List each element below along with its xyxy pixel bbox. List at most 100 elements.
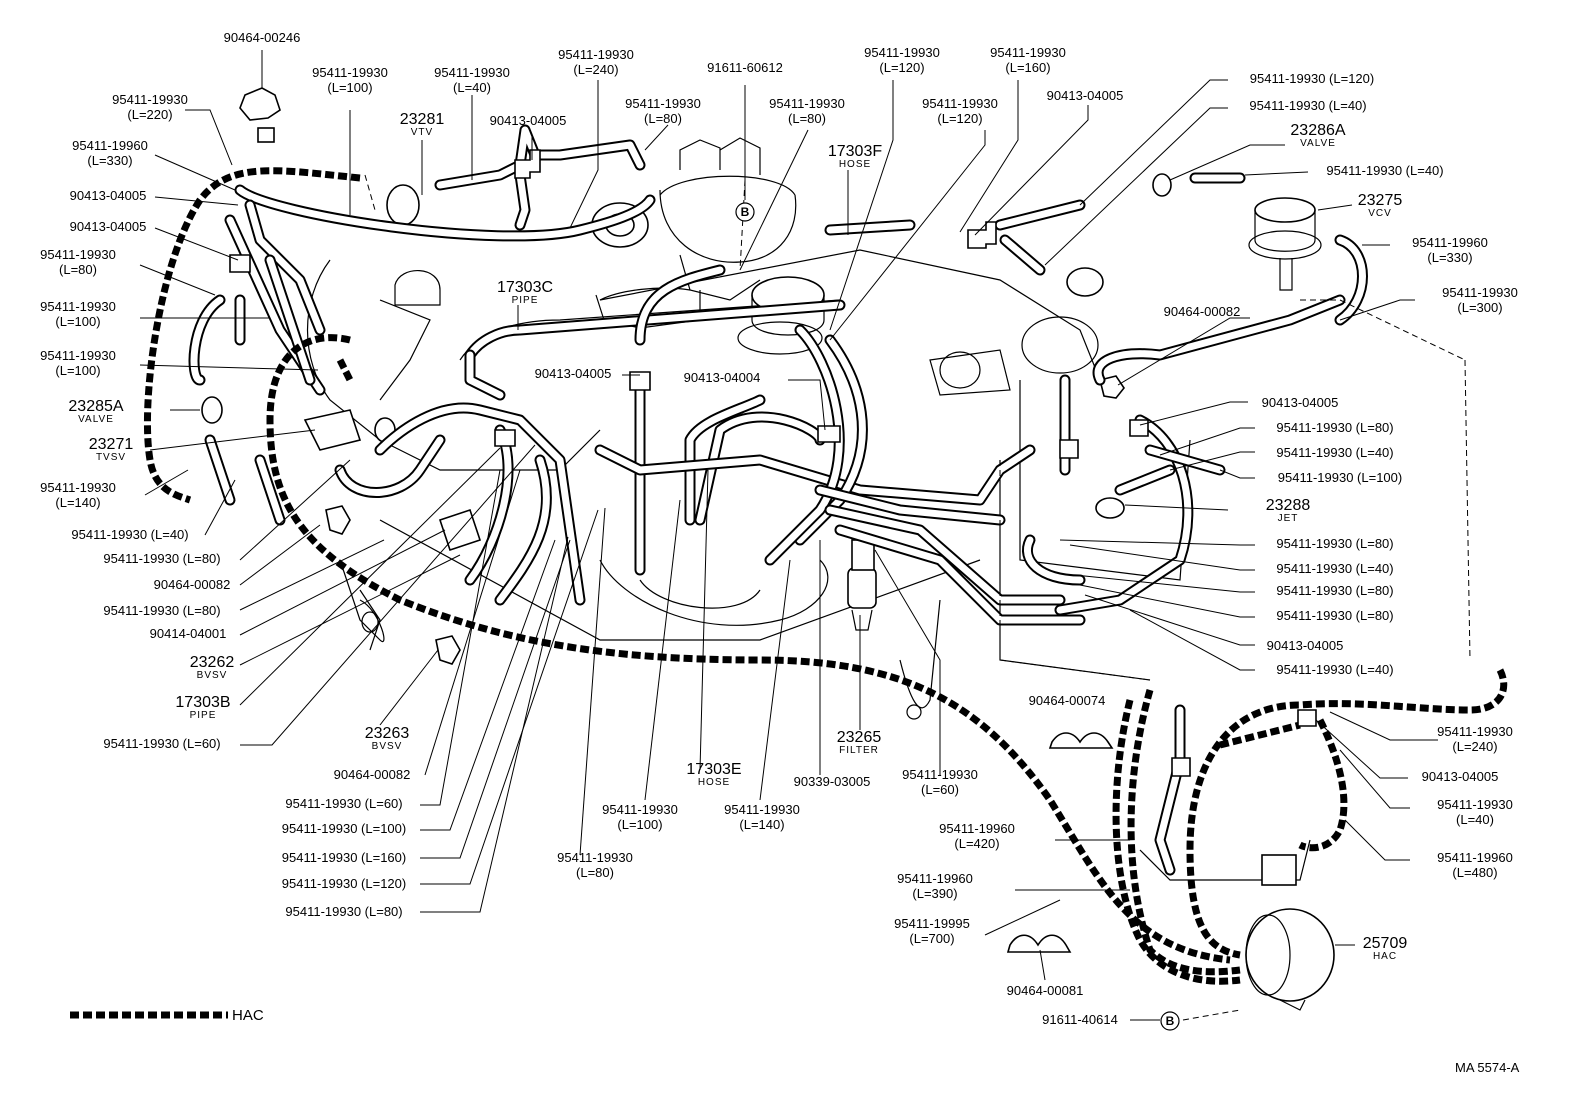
part-label-l49: 95411-19960(L=480) [1437, 850, 1513, 880]
hac-hoses [143, 167, 1508, 985]
part-label-line: 91611-60612 [707, 60, 783, 75]
component-code: 23275 [1358, 192, 1403, 209]
part-label-line: 95411-19930 (L=40) [1276, 662, 1393, 677]
part-label-line: 95411-19930 [902, 767, 978, 782]
part-label-line: (L=120) [937, 111, 982, 126]
part-label-line: 95411-19930 [40, 480, 116, 495]
part-label-line: 95411-19930 [602, 802, 678, 817]
part-label-line: (L=390) [912, 886, 957, 901]
part-label-l62: 95411-19930(L=100) [602, 802, 678, 832]
part-label-line: (L=240) [1452, 739, 1497, 754]
part-label-l15: 95411-19930 (L=60) [103, 736, 220, 751]
part-label-line: (L=120) [879, 60, 924, 75]
part-label-l61: 95411-19930(L=80) [557, 850, 633, 880]
part-label-line: (L=60) [921, 782, 959, 797]
component-code: 17303F [828, 143, 882, 160]
part-label-l63: 95411-19930(L=140) [724, 802, 800, 832]
component-code: 23265 [837, 729, 882, 746]
component-code: 17303B [175, 694, 230, 711]
part-label-l65: 95411-19930(L=60) [902, 767, 978, 797]
component-code: 23288 [1266, 497, 1311, 514]
part-label-l42: 95411-19930 (L=80) [1276, 608, 1393, 623]
part-label-l55: 90464-00082 [334, 767, 411, 782]
part-label-l54: 91611-40614 [1042, 1012, 1118, 1027]
ref-marker-b-bottom: B [1160, 1011, 1180, 1031]
component-name: HAC [1373, 951, 1397, 962]
part-label-l25: 95411-19930(L=120) [922, 96, 998, 126]
part-label-line: (L=80) [644, 111, 682, 126]
reference-lines [364, 174, 1471, 1021]
part-label-l56: 95411-19930 (L=60) [285, 796, 402, 811]
part-label-l27: 90413-04005 [535, 366, 612, 381]
part-label-line: 90464-00081 [1007, 983, 1084, 998]
part-label-l58: 95411-19930 (L=160) [282, 850, 406, 865]
part-label-line: 90464-00082 [154, 577, 231, 592]
leader-lines [139, 50, 1438, 1021]
component-name: VTV [411, 127, 433, 138]
component-name: BVSV [372, 741, 403, 752]
part-label-line: 95411-19930 (L=100) [1278, 470, 1402, 485]
part-label-line: 95411-19930 [990, 45, 1066, 60]
part-label-line: 95411-19960 [72, 138, 148, 153]
part-label-line: 95411-19930 (L=80) [1276, 608, 1393, 623]
part-label-l06: 95411-19930(L=80) [40, 247, 116, 277]
component-code: 23285A [68, 398, 123, 415]
part-label-l01: 90464-00246 [224, 30, 301, 45]
part-label-line: 95411-19930 [434, 65, 510, 80]
part-label-line: 95411-19930 (L=60) [103, 736, 220, 751]
part-label-line: 91611-40614 [1042, 1012, 1118, 1027]
component-code: 17303E [686, 761, 741, 778]
part-label-line: 90464-00074 [1029, 693, 1106, 708]
ref-marker-b-top: B [735, 202, 755, 222]
part-label-l60: 95411-19930 (L=80) [285, 904, 402, 919]
part-label-line: 95411-19960 [1412, 235, 1488, 250]
part-label-line: (L=480) [1452, 865, 1497, 880]
part-label-line: (L=140) [739, 817, 784, 832]
part-label-l26: 90413-04005 [1047, 88, 1124, 103]
part-label-l40: 95411-19930 (L=40) [1276, 561, 1393, 576]
part-label-line: (L=40) [1456, 812, 1494, 827]
part-label-l53: 90464-00081 [1007, 983, 1084, 998]
component-code: 23263 [365, 725, 410, 742]
part-label-line: 95411-19930 (L=80) [285, 904, 402, 919]
part-label-line: 95411-19930 (L=40) [1249, 98, 1366, 113]
part-label-line: 95411-19930 [558, 47, 634, 62]
part-label-l20: 95411-19930(L=80) [625, 96, 701, 126]
component-code: 23281 [400, 111, 445, 128]
part-label-l13: 95411-19930 (L=80) [103, 603, 220, 618]
part-label-l04: 90413-04005 [70, 188, 147, 203]
component-name: VALVE [78, 414, 114, 425]
part-label-l10: 95411-19930 (L=40) [71, 527, 188, 542]
component-name: PIPE [512, 295, 539, 306]
part-label-l50: 95411-19960(L=420) [939, 821, 1015, 851]
part-label-l02: 95411-19930(L=220) [112, 92, 188, 122]
part-label-l33: 95411-19930(L=300) [1442, 285, 1518, 315]
part-label-l30: 95411-19930 (L=40) [1249, 98, 1366, 113]
component-code: 17303C [497, 279, 553, 296]
part-label-line: 95411-19960 [939, 821, 1015, 836]
part-label-l46: 95411-19930(L=240) [1437, 724, 1513, 754]
part-label-line: (L=100) [55, 363, 100, 378]
part-label-line: (L=80) [59, 262, 97, 277]
part-label-l51: 95411-19960(L=390) [897, 871, 973, 901]
part-label-l36: 95411-19930 (L=80) [1276, 420, 1393, 435]
part-label-line: 95411-19930 [1437, 724, 1513, 739]
part-label-line: 95411-19930 (L=80) [1276, 583, 1393, 598]
part-label-line: 95411-19930 [557, 850, 633, 865]
hac-legend: HAC [70, 1007, 264, 1024]
part-label-line: 95411-19930 [1442, 285, 1518, 300]
part-label-line: (L=80) [576, 865, 614, 880]
part-label-line: 95411-19930 [769, 96, 845, 111]
part-label-l11: 95411-19930 (L=80) [103, 551, 220, 566]
vacuum-hoses [188, 124, 1368, 876]
component-name: PIPE [190, 710, 217, 721]
part-label-line: 90413-04005 [1262, 395, 1339, 410]
component-name: VALVE [1300, 138, 1336, 149]
